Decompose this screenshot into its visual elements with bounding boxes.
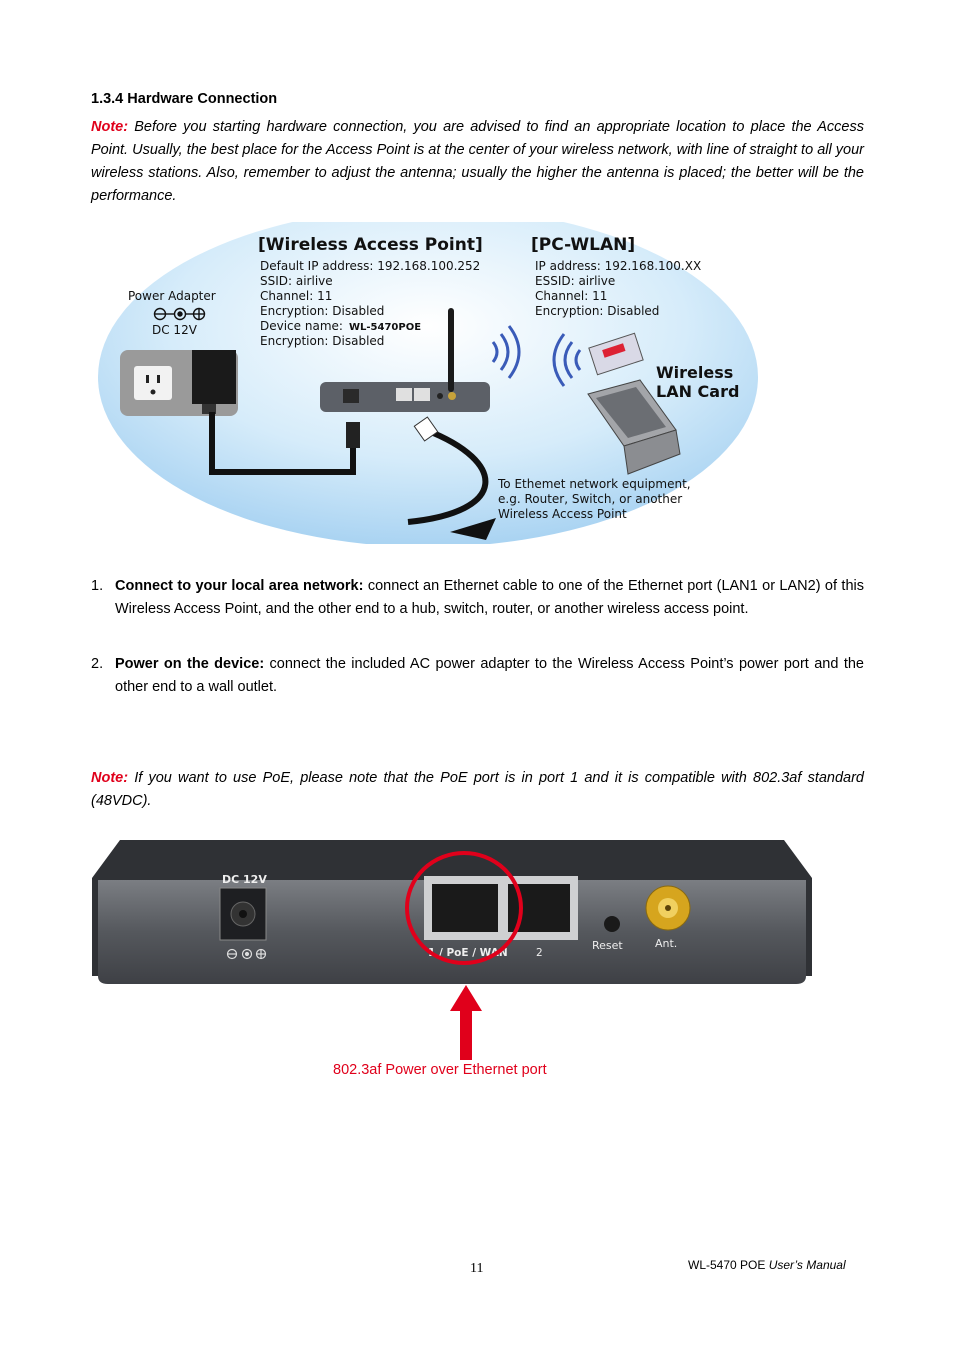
ethernet-line-2: e.g. Router, Switch, or another [498,492,682,506]
pc-line-1: IP address: 192.168.100.XX [535,259,701,273]
step-title: Connect to your local area network: [115,578,364,594]
device-name: WL-5470POE [349,322,421,333]
router-back-panel: DC 12V 1 / PoE / WAN 2 Reset Ant. [92,840,812,984]
footer: WL-5470 POE User’s Manual [688,1258,846,1272]
ap-line-6: Encryption: Disabled [260,334,384,348]
reset-label: Reset [592,939,623,952]
wlan-card-label-1: Wireless [656,363,733,382]
step-text: connect the included AC power adapter to… [115,656,864,695]
pc-line-2: ESSID: airlive [535,274,615,288]
ap-line-4: Encryption: Disabled [260,304,384,318]
poe-note-paragraph: Note: If you want to use PoE, please not… [91,767,864,813]
wlan-card-icon [588,332,644,376]
antenna [448,308,454,392]
pc-title: [PC-WLAN] [531,235,635,255]
ethernet-line-3: Wireless Access Point [498,507,627,521]
polarity-icon [153,307,206,321]
note-label: Note: [91,119,129,135]
note-text: Before you starting hardware connection,… [91,119,864,204]
ethernet-cable [407,427,489,525]
pc-line-4: Encryption: Disabled [535,304,659,318]
step-title: Power on the device: [115,656,265,672]
port2-label: 2 [536,947,543,959]
polarity-icon [226,948,267,960]
list-number: 2. [91,656,104,672]
ap-line-5: Device name: [260,319,343,333]
footer-manual: User’s Manual [768,1258,846,1272]
dc-label: DC 12V [152,323,198,337]
ethernet-port-1 [432,884,498,932]
ethernet-line-1: To Ethemet network equipment, [497,477,691,491]
page-number: 11 [470,1261,484,1276]
step-text: connect an Ethernet cable to one of the … [115,578,864,617]
poe-caption: 802.3af Power over Ethernet port [333,1062,547,1078]
note-label: Note: [91,770,129,786]
ap-line-2: SSID: airlive [260,274,333,288]
ap-title: [Wireless Access Point] [258,235,483,255]
dc-port-label: DC 12V [222,873,267,886]
wlan-card-label-2: LAN Card [656,382,739,401]
highlight-circle [405,851,523,965]
ap-line-3: Channel: 11 [260,289,332,303]
signal-waves-icon [491,325,582,387]
note-text: If you want to use PoE, please note that… [91,770,864,809]
section-heading: 1.3.4 Hardware Connection [91,91,278,107]
ap-line-1: Default IP address: 192.168.100.252 [260,259,480,273]
reset-button [604,916,620,932]
list-item: 2. Power on the device: connect the incl… [91,653,864,699]
connection-diagram: [Wireless Access Point] [PC-WLAN] Defaul… [98,222,758,544]
power-adapter [192,350,236,404]
ant-label: Ant. [655,937,677,950]
arrow-up-icon [450,985,482,1060]
footer-model: WL-5470 POE [688,1258,769,1272]
power-adapter-label: Power Adapter [128,289,216,303]
power-cable [209,412,356,475]
laptop-icon [587,379,681,475]
list-number: 1. [91,578,104,594]
pc-line-3: Channel: 11 [535,289,607,303]
list-item: 1. Connect to your local area network: c… [91,575,864,621]
note-paragraph: Note: Before you starting hardware conne… [91,116,864,208]
